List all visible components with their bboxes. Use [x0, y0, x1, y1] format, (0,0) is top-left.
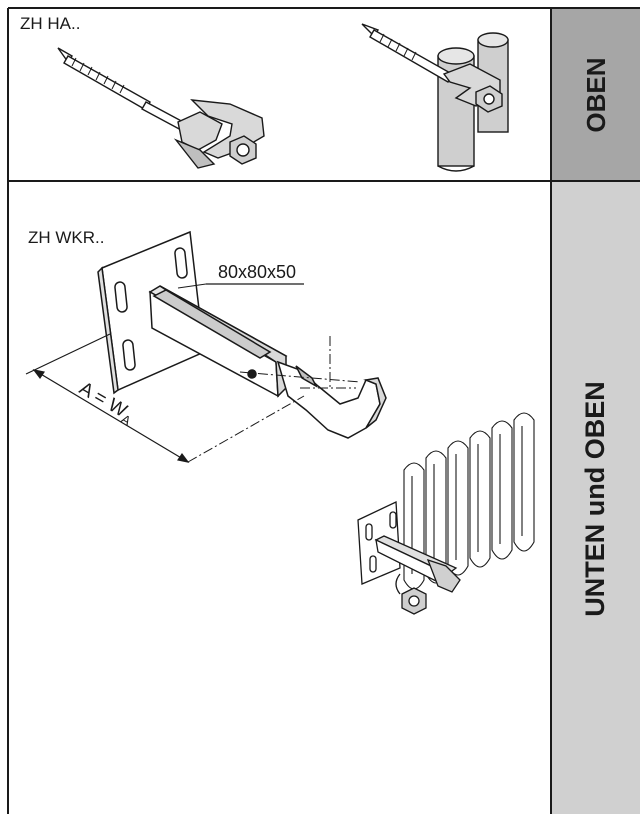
bottom-side-bar	[551, 181, 640, 814]
top-side-bar	[551, 8, 640, 181]
top-side-label: OBEN	[581, 57, 611, 133]
radiator-illustration	[357, 412, 535, 615]
pipe-clamp-illustration	[361, 23, 509, 172]
top-product-label: ZH HA..	[20, 14, 81, 33]
bottom-side-label: UNTEN und OBEN	[580, 381, 610, 617]
wall-bracket-illustration	[97, 230, 387, 439]
center-lines	[187, 336, 361, 463]
frame-lines	[7, 7, 640, 814]
screw-hook-illustration	[57, 47, 265, 169]
distance-dimension	[25, 333, 190, 463]
bottom-product-label: ZH WKR..	[28, 228, 105, 247]
dimension-size-label: 80x80x50	[218, 262, 297, 282]
